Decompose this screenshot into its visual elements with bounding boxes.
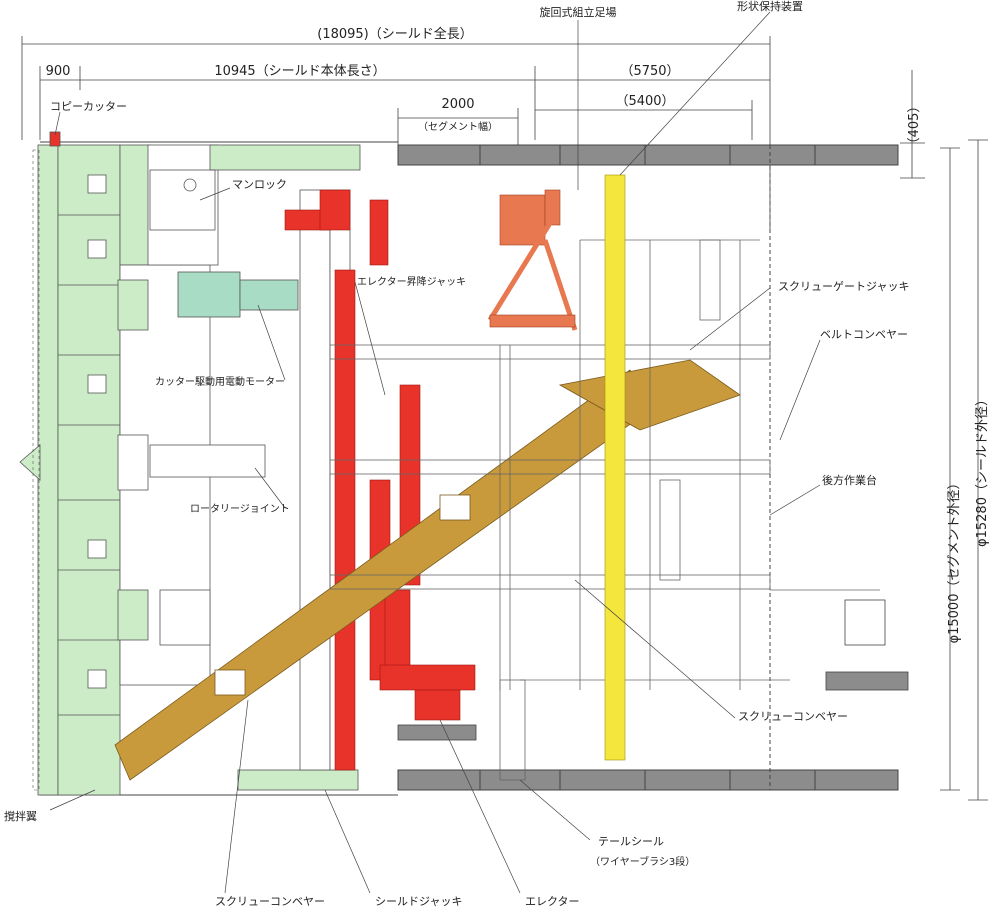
segment-ring-bottom — [397, 769, 899, 791]
copy-cutter-offset-dim: 900 — [46, 64, 71, 79]
label-tail-seal-note: （ワイヤーブラシ3段） — [590, 855, 695, 868]
label-cutter-motor: カッター駆動用電動モーター — [155, 375, 285, 388]
label-agitator: 撹拌翼 — [4, 809, 37, 823]
offset-405-dim: （405） — [907, 100, 922, 151]
bulkhead — [117, 144, 361, 791]
cutter-teeth — [32, 149, 40, 791]
dimension-lines — [21, 36, 988, 801]
cutter-drive-motor — [177, 271, 299, 318]
rear-5750-dim: （5750） — [620, 64, 679, 79]
label-screw-conveyor-inner: スクリューコンベヤー — [738, 710, 848, 723]
segment-od-dim: φ15000（セグメント外径） — [947, 477, 962, 644]
label-shield-jack: シールドジャッキ — [375, 895, 462, 908]
segment-ring-top — [397, 144, 899, 166]
label-rear-platform: 後方作業台 — [822, 473, 877, 487]
label-erector: エレクター — [525, 895, 580, 908]
segment-width-dim: 2000 — [441, 97, 474, 112]
man-lock — [149, 169, 216, 231]
label-copy-cutter: コピーカッター — [50, 100, 127, 113]
shield-jack-bottom — [237, 769, 359, 791]
label-screw-conveyor-bottom: スクリューコンベヤー — [215, 895, 325, 908]
label-belt-conveyor: ベルトコンベヤー — [820, 328, 908, 341]
shield-od-dim: φ15280（シールド外径） — [975, 393, 990, 547]
label-tail-seal: テールシール — [598, 835, 664, 848]
cutter-head — [19, 131, 161, 796]
part-labels: コピーカッター マンロック カッター駆動用電動モーター ロータリージョイント エ… — [4, 0, 909, 908]
label-screw-gate-jack: スクリューゲートジャッキ — [778, 280, 909, 293]
rear-equipment — [397, 599, 909, 741]
label-rotary-platform: 旋回式組立足場 — [540, 5, 617, 19]
shield-jack-top — [209, 144, 361, 171]
leader-lines — [49, 11, 821, 894]
label-shape-keeper: 形状保持装置 — [737, 0, 803, 13]
label-rotary-joint: ロータリージョイント — [190, 503, 290, 515]
shape-keeper-column — [604, 174, 626, 761]
copy-cutter-part — [49, 131, 61, 147]
rotary-platform — [487, 189, 578, 331]
segment-width-note: （セグメント幅） — [418, 120, 498, 133]
rear-5400-dim: （5400） — [615, 94, 674, 109]
label-erector-jack: エレクター昇降ジャッキ — [357, 275, 466, 288]
body-length-dim: 10945（シールド本体長さ） — [214, 64, 385, 79]
overall-length-dim: (18095)（シールド全長） — [317, 26, 473, 42]
label-man-lock: マンロック — [232, 178, 287, 191]
shield-skin — [40, 141, 899, 796]
